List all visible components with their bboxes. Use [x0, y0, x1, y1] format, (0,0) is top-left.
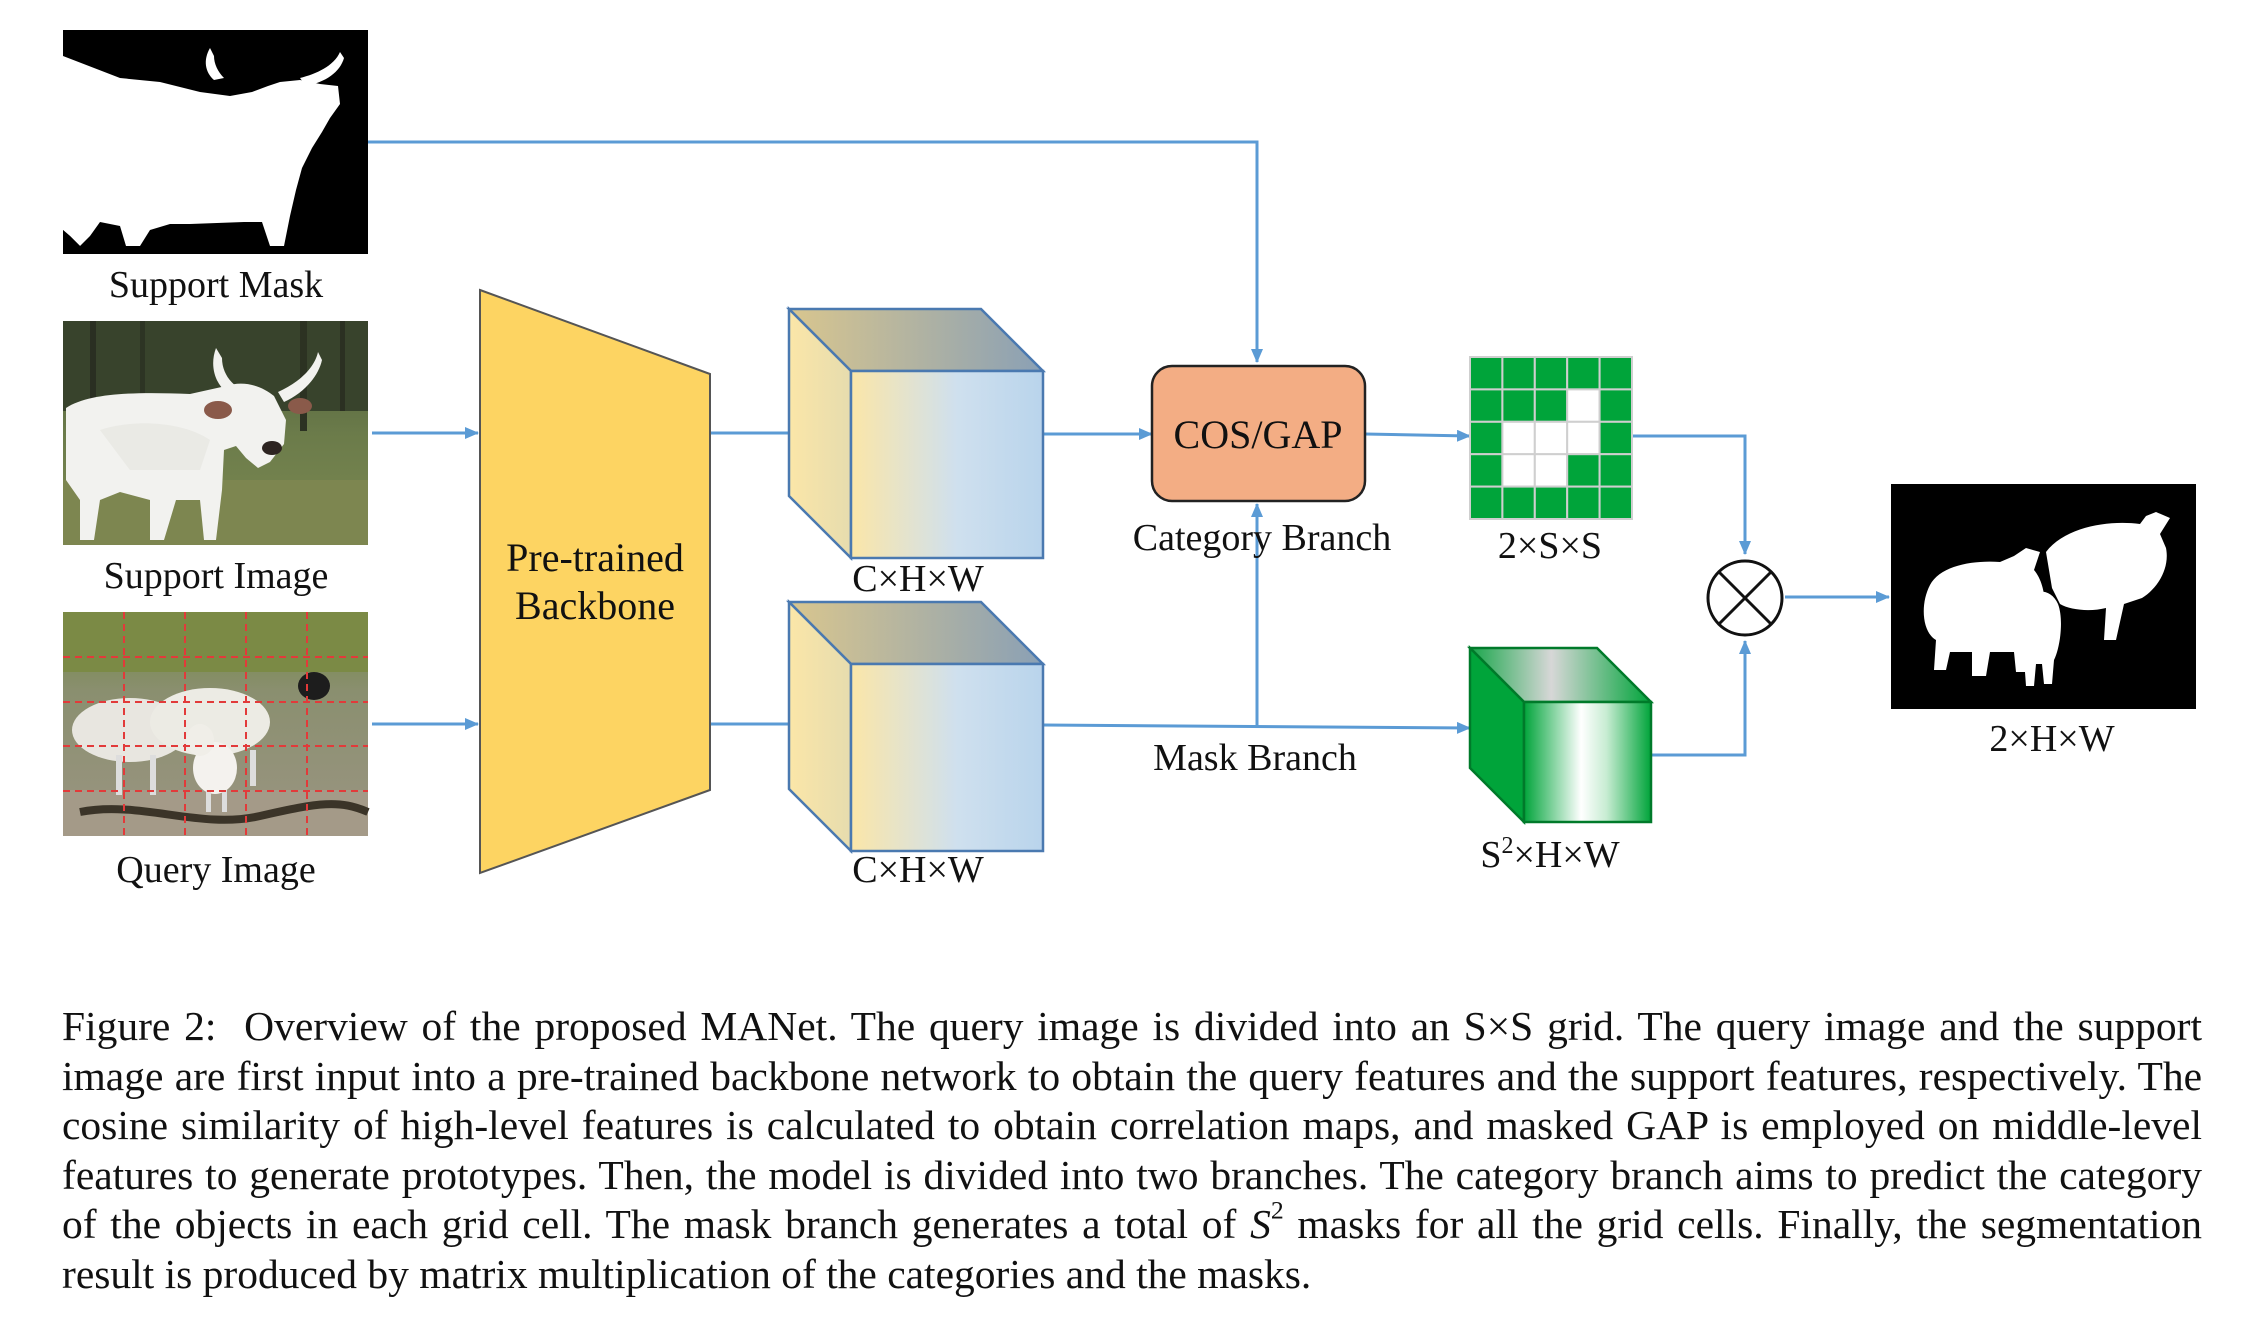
category-grid-cell	[1533, 453, 1569, 488]
category-grid-cell	[1533, 485, 1569, 521]
output-dims: 2×H×W	[1989, 718, 2114, 760]
category-branch-label: Category Branch	[1133, 517, 1392, 559]
category-grid-cell	[1501, 453, 1536, 488]
backbone-label-line-1: Pre-trained	[506, 535, 684, 580]
support-feature-cube	[785, 305, 1047, 562]
query-feature-dims: C×H×W	[852, 849, 984, 891]
arrow-category-grid-to-multiply	[1632, 434, 1751, 555]
caption-label: Figure 2:	[62, 1003, 217, 1049]
connectors	[368, 140, 1890, 757]
support-image	[63, 321, 368, 545]
figure-caption: Figure 2: Overview of the proposed MANet…	[62, 1002, 2202, 1299]
manet-architecture-diagram: Support Mask Support Image	[63, 30, 2196, 891]
cos-gap-box	[1150, 364, 1367, 503]
cos-gap-label: COS/GAP	[1174, 412, 1343, 457]
arrow-cos-gap-to-category-grid	[1364, 429, 1471, 442]
category-grid-cell	[1566, 356, 1601, 391]
category-grid-cell	[1598, 388, 1633, 423]
caption-text-1: Overview of the proposed MANet. The quer…	[62, 1003, 2202, 1247]
category-grid-cell	[1566, 420, 1601, 456]
query-feature-cube	[785, 598, 1047, 855]
category-grid-cell	[1533, 356, 1569, 391]
category-grid-cell	[1598, 420, 1633, 456]
category-grid-cell	[1469, 356, 1504, 391]
support-mask-image	[63, 30, 368, 254]
arrow-support-mask-to-cos-gap	[368, 140, 1263, 363]
matrix-multiply-icon	[1706, 559, 1784, 637]
category-grid	[1469, 356, 1633, 521]
caption-text-2: masks for all the grid cells. Finally, t…	[62, 1201, 2203, 1297]
masks-dims: S2×H×W	[1480, 833, 1619, 876]
category-grid-cell	[1533, 420, 1569, 456]
category-grid-cell	[1566, 453, 1601, 488]
category-grid-cell	[1598, 356, 1633, 391]
category-grid-cell	[1566, 485, 1601, 521]
category-grid-cell	[1501, 388, 1536, 423]
support-mask-label: Support Mask	[109, 264, 323, 306]
backbone-label-line-2: Backbone	[515, 583, 675, 628]
category-grid-cell	[1598, 485, 1633, 521]
mask-branch-label: Mask Branch	[1153, 737, 1357, 779]
category-grid-cell	[1469, 485, 1504, 521]
output-segmentation-mask	[1891, 484, 2196, 709]
category-grid-cell	[1469, 453, 1504, 488]
support-feature-dims: C×H×W	[852, 558, 984, 600]
category-grid-cell	[1501, 356, 1536, 391]
caption-math-s-squared: S2	[1250, 1195, 1284, 1247]
support-image-label: Support Image	[104, 555, 329, 597]
masks-cube	[1466, 644, 1655, 826]
category-grid-cell	[1598, 453, 1633, 488]
arrow-masks-to-multiply	[1651, 640, 1751, 757]
query-image-label: Query Image	[116, 849, 315, 891]
category-grid-dims: 2×S×S	[1498, 525, 1602, 567]
category-grid-cell	[1469, 420, 1504, 456]
category-grid-cell	[1566, 388, 1601, 423]
backbone-trapezoid	[479, 288, 711, 875]
category-grid-cell	[1469, 388, 1504, 423]
category-grid-cell	[1501, 420, 1536, 456]
query-image	[63, 612, 370, 836]
category-grid-cell	[1501, 485, 1536, 521]
category-grid-cell	[1533, 388, 1569, 423]
